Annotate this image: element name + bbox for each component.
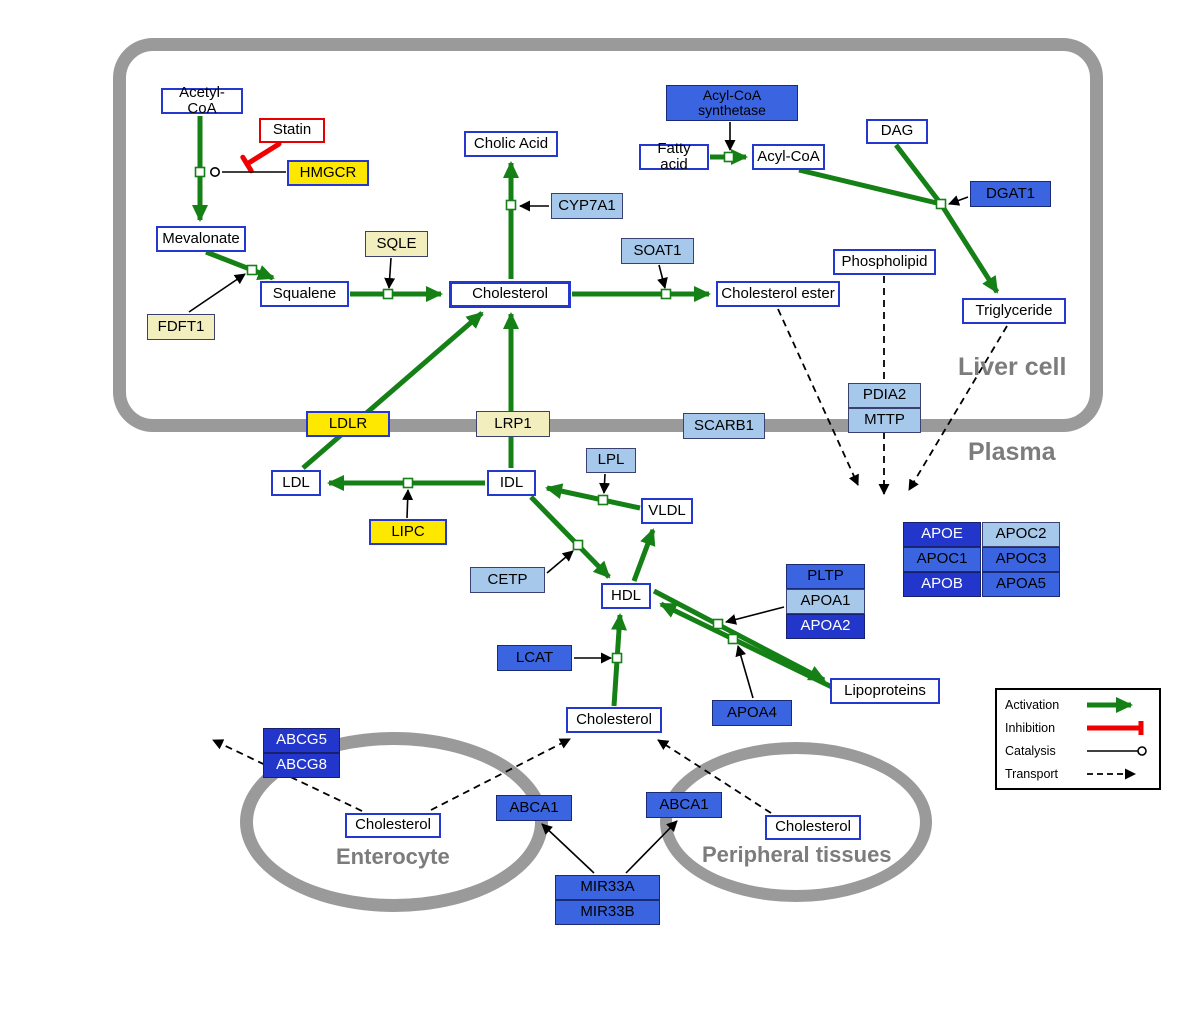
- metabolite-dag[interactable]: DAG: [866, 119, 928, 144]
- metabolite-triglyceride[interactable]: Triglyceride: [962, 298, 1066, 324]
- transport-dashed-arrow-icon: [1087, 768, 1136, 779]
- legend-transport-row: Transport: [1005, 763, 1151, 785]
- gene-apoc3[interactable]: APOC3: [982, 547, 1060, 572]
- peripheral-tissues-label: Peripheral tissues: [702, 842, 892, 867]
- metabolite-cholesterol-peripheral[interactable]: Cholesterol: [765, 815, 861, 840]
- gene-acyl-coa-synthetase[interactable]: Acyl-CoA synthetase: [666, 85, 798, 121]
- legend-activation-label: Activation: [1005, 697, 1060, 712]
- gene-lcat[interactable]: LCAT: [497, 645, 572, 671]
- gene-lipc[interactable]: LIPC: [369, 519, 447, 545]
- gene-soat1[interactable]: SOAT1: [621, 238, 694, 264]
- drug-statin[interactable]: Statin: [259, 118, 325, 143]
- inhibition-tbar-icon: [1087, 720, 1144, 735]
- metabolite-squalene[interactable]: Squalene: [260, 281, 349, 307]
- legend-transport-label: Transport: [1005, 766, 1059, 781]
- metabolite-idl[interactable]: IDL: [487, 470, 536, 496]
- legend-activation-row: Activation: [1005, 694, 1151, 716]
- gene-fdft1[interactable]: FDFT1: [147, 314, 215, 340]
- gene-apoa4[interactable]: APOA4: [712, 700, 792, 726]
- gene-abcg5[interactable]: ABCG5: [263, 728, 340, 753]
- inhibition-edge: [240, 141, 282, 174]
- activation-edges: [192, 116, 1000, 707]
- transport-edges: [212, 276, 1008, 814]
- liver-cell-label: Liver cell: [958, 353, 1067, 381]
- metabolite-lipoproteins[interactable]: Lipoproteins: [830, 678, 940, 704]
- metabolite-cholic-acid[interactable]: Cholic Acid: [464, 131, 558, 157]
- metabolite-phospholipid[interactable]: Phospholipid: [833, 249, 936, 275]
- catalysis-circle-icon: [1087, 745, 1147, 756]
- plasma-label: Plasma: [968, 438, 1056, 466]
- metabolite-cholesterol-liver[interactable]: Cholesterol: [449, 281, 571, 308]
- gene-scarb1[interactable]: SCARB1: [683, 413, 765, 439]
- gene-pltp[interactable]: PLTP: [786, 564, 865, 589]
- gene-hmgcr[interactable]: HMGCR: [287, 160, 369, 186]
- legend-catalysis-row: Catalysis: [1005, 740, 1151, 762]
- gene-apoa2[interactable]: APOA2: [786, 614, 865, 639]
- gene-cetp[interactable]: CETP: [470, 567, 545, 593]
- reaction-nodes: [194, 151, 947, 664]
- metabolite-cholesterol-plasma[interactable]: Cholesterol: [566, 707, 662, 733]
- gene-pdia2[interactable]: PDIA2: [848, 383, 921, 408]
- gene-abca1-left[interactable]: ABCA1: [496, 795, 572, 821]
- gene-sqle[interactable]: SQLE: [365, 231, 428, 257]
- gene-cyp7a1[interactable]: CYP7A1: [551, 193, 623, 219]
- gene-mir33a[interactable]: MIR33A: [555, 875, 660, 900]
- metabolite-hdl[interactable]: HDL: [601, 583, 651, 609]
- gene-apob[interactable]: APOB: [903, 572, 981, 597]
- gene-lpl[interactable]: LPL: [586, 448, 636, 473]
- activation-arrow-icon: [1087, 696, 1133, 713]
- metabolite-acyl-coa[interactable]: Acyl-CoA: [752, 144, 825, 170]
- gene-lrp1[interactable]: LRP1: [476, 411, 550, 437]
- gene-mttp[interactable]: MTTP: [848, 408, 921, 433]
- legend-inhibition-label: Inhibition: [1005, 720, 1056, 735]
- gene-apoc1[interactable]: APOC1: [903, 547, 981, 572]
- gene-mir33b[interactable]: MIR33B: [555, 900, 660, 925]
- metabolite-fatty-acid[interactable]: Fatty acid: [639, 140, 709, 173]
- metabolite-cholesterol-enterocyte[interactable]: Cholesterol: [345, 813, 441, 838]
- legend-catalysis-label: Catalysis: [1005, 743, 1056, 758]
- metabolite-vldl[interactable]: VLDL: [641, 498, 693, 524]
- legend: Activation Inhibition Catalysis Transpor…: [995, 688, 1161, 790]
- gene-apoc2[interactable]: APOC2: [982, 522, 1060, 547]
- enterocyte-label: Enterocyte: [336, 844, 450, 869]
- metabolite-mevalonate[interactable]: Mevalonate: [156, 226, 246, 252]
- gene-apoa5[interactable]: APOA5: [982, 572, 1060, 597]
- gene-dgat1[interactable]: DGAT1: [970, 181, 1051, 207]
- legend-inhibition-row: Inhibition: [1005, 717, 1151, 739]
- metabolite-cholesterol-ester[interactable]: Cholesterol ester: [716, 281, 840, 307]
- metabolite-acetyl-coa[interactable]: Acetyl-CoA: [161, 84, 243, 117]
- metabolite-ldl[interactable]: LDL: [271, 470, 321, 496]
- gene-apoa1[interactable]: APOA1: [786, 589, 865, 614]
- gene-apoe[interactable]: APOE: [903, 522, 981, 547]
- catalysis-edges: [188, 122, 969, 874]
- gene-abca1-right[interactable]: ABCA1: [646, 792, 722, 818]
- gene-ldlr[interactable]: LDLR: [306, 411, 390, 437]
- gene-abcg8[interactable]: ABCG8: [263, 753, 340, 778]
